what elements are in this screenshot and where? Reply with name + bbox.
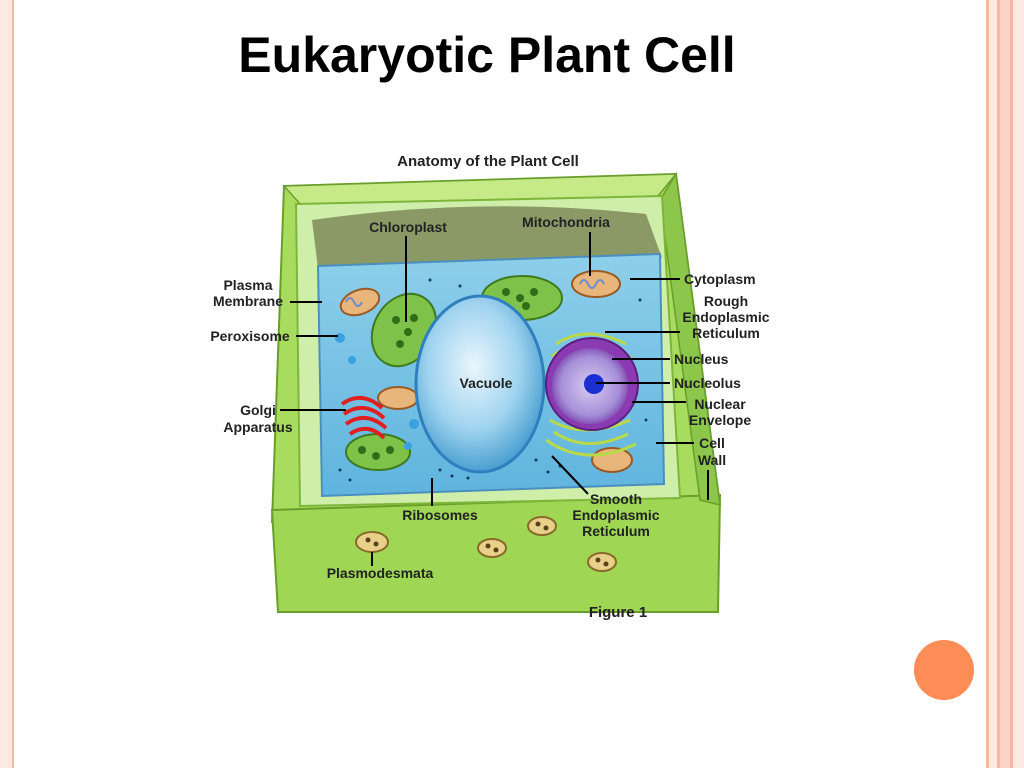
label-nuclear-envelope-2: Envelope	[689, 412, 751, 428]
ribosomes	[338, 278, 648, 482]
figure-caption: Figure 1	[589, 604, 647, 621]
slide-frame-right	[978, 0, 1024, 768]
label-nucleolus: Nucleolus	[674, 375, 741, 391]
slide-frame-left	[0, 0, 14, 768]
label-smooth-er-2: Endoplasmic	[572, 507, 659, 523]
label-cytoplasm: Cytoplasm	[684, 271, 756, 287]
accent-dot	[914, 640, 974, 700]
label-golgi-1: Golgi	[240, 402, 276, 418]
diagram-heading: Anatomy of the Plant Cell	[397, 153, 579, 170]
label-pointers	[280, 232, 709, 566]
label-ribosomes: Ribosomes	[402, 507, 478, 523]
label-vacuole: Vacuole	[460, 375, 513, 391]
slide-title: Eukaryotic Plant Cell	[238, 27, 736, 83]
label-plasma-membrane-1: Plasma	[223, 277, 272, 293]
label-mitochondria: Mitochondria	[522, 214, 610, 230]
label-cell-wall-1: Cell	[699, 435, 725, 451]
label-rough-er-1: Rough	[704, 293, 748, 309]
plasmodesmata	[355, 516, 617, 572]
label-nuclear-envelope-1: Nuclear	[694, 396, 746, 412]
mitochondria	[339, 270, 633, 473]
labels: Chloroplast Mitochondria Cytoplasm Rough…	[210, 214, 769, 621]
golgi-apparatus	[340, 396, 388, 440]
label-smooth-er-1: Smooth	[590, 491, 642, 507]
label-golgi-2: Apparatus	[223, 419, 292, 435]
label-rough-er-2: Endoplasmic	[682, 309, 769, 325]
label-peroxisome: Peroxisome	[210, 328, 290, 344]
label-rough-er-3: Reticulum	[692, 325, 760, 341]
label-cell-wall-2: Wall	[698, 452, 726, 468]
label-smooth-er-3: Reticulum	[582, 523, 650, 539]
label-nucleus: Nucleus	[674, 351, 729, 367]
nucleus	[545, 337, 639, 431]
label-chloroplast: Chloroplast	[369, 219, 447, 235]
label-plasma-membrane-2: Membrane	[213, 293, 283, 309]
plant-cell-diagram: Anatomy of the Plant Cell	[210, 153, 769, 621]
vacuole	[414, 294, 546, 474]
label-plasmodesmata: Plasmodesmata	[327, 565, 434, 581]
